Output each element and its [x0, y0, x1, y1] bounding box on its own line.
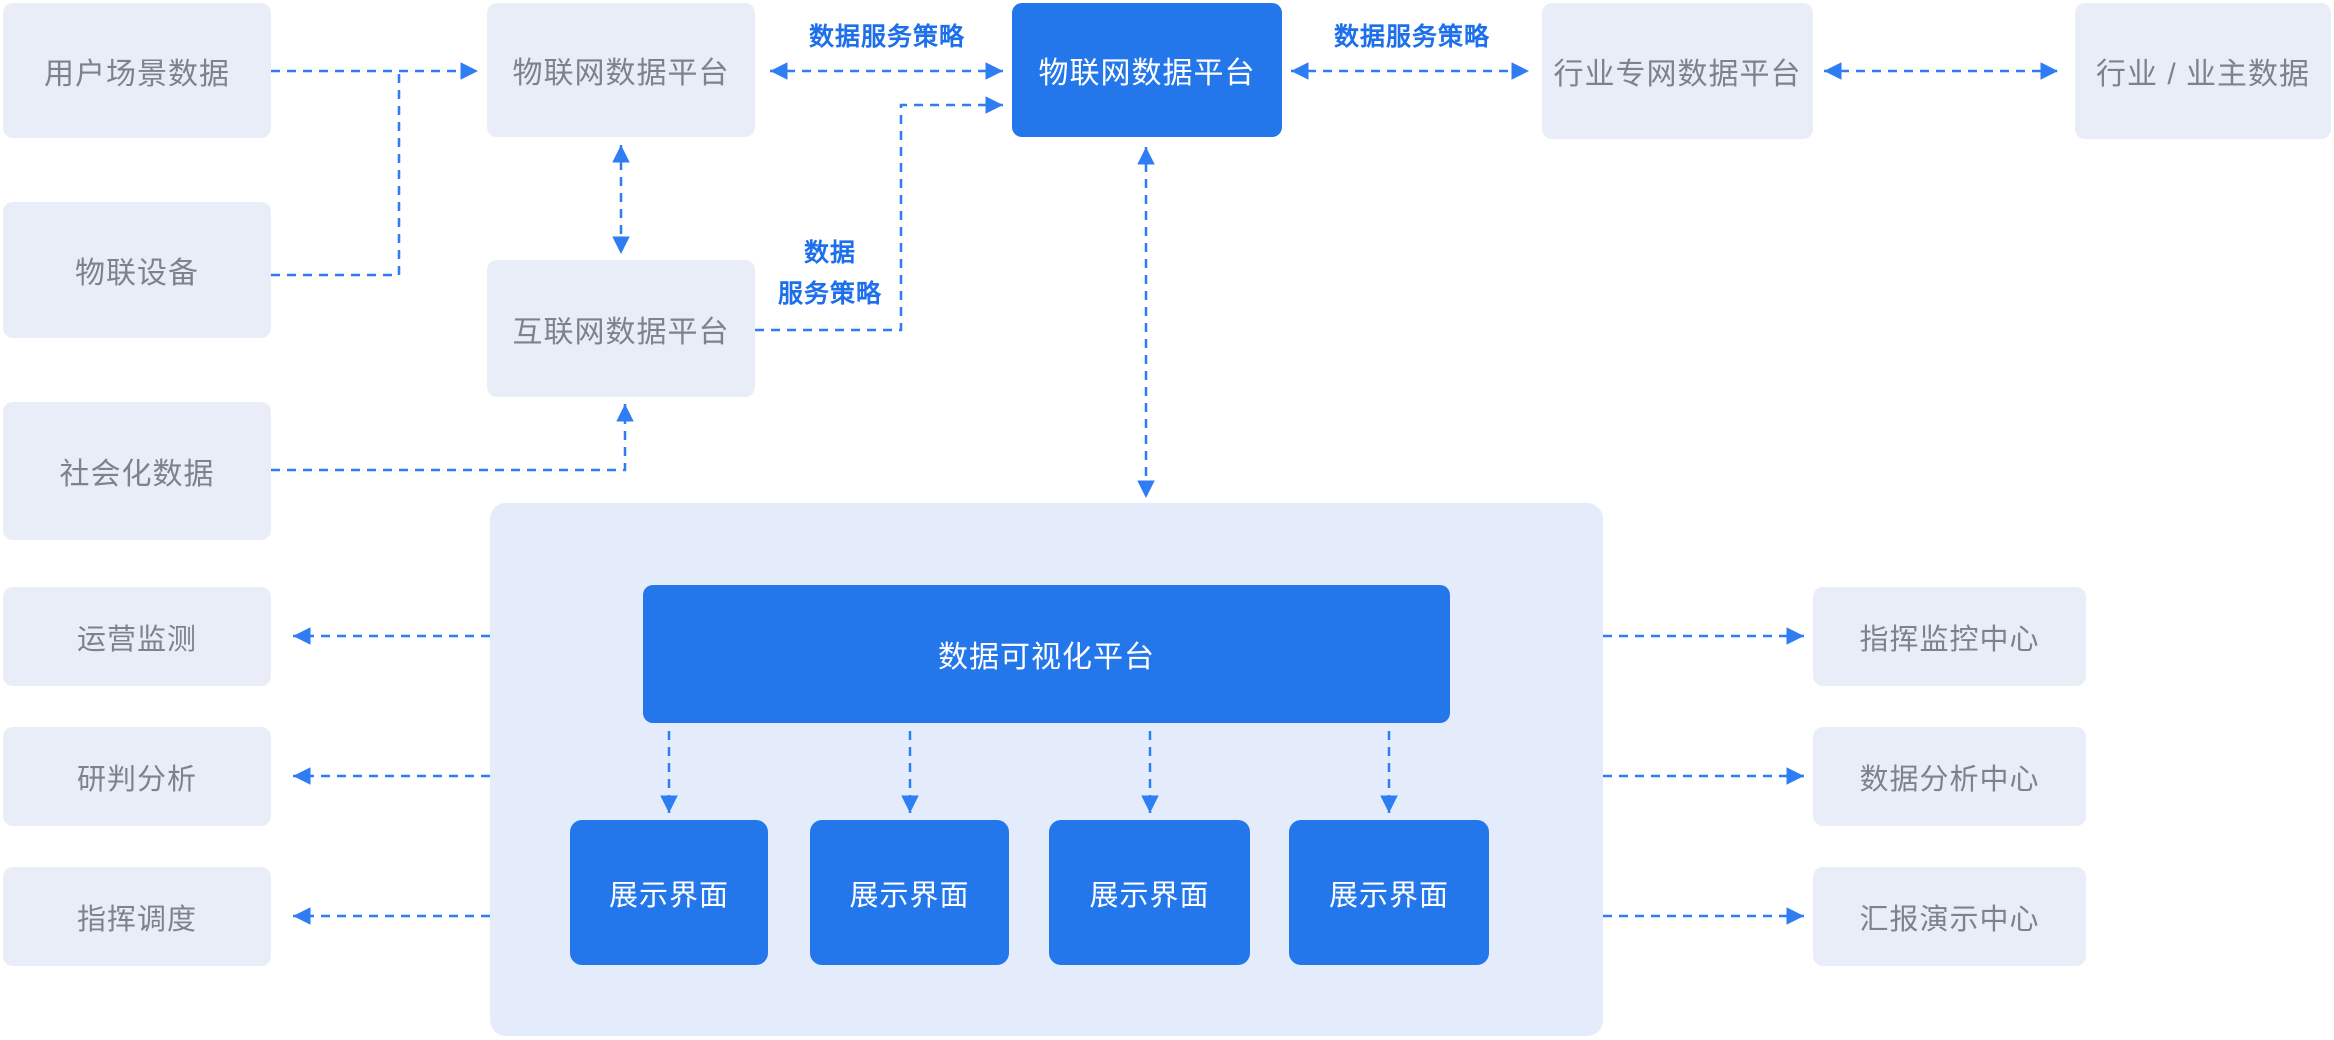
node-internet-platform: 互联网数据平台 — [487, 260, 755, 397]
node-label: 运营监测 — [76, 623, 197, 656]
edge-label-line2: 服务策略 — [777, 280, 882, 308]
edge-iot-device-junction — [271, 71, 401, 277]
node-display-ui-1: 展示界面 — [570, 820, 768, 965]
node-report-demo-center: 汇报演示中心 — [1813, 867, 2086, 966]
node-data-analysis-center: 数据分析中心 — [1813, 727, 2086, 826]
node-label: 行业 / 业主数据 — [2095, 58, 2310, 91]
node-label: 互联网数据平台 — [512, 315, 730, 349]
node-judge-analysis: 研判分析 — [3, 727, 271, 826]
node-iot-platform-main: 物联网数据平台 — [1012, 3, 1282, 137]
node-display-ui-2: 展示界面 — [810, 820, 1009, 965]
node-label: 物联网数据平台 — [1038, 57, 1256, 90]
node-label: 物联网数据平台 — [512, 57, 730, 90]
node-iot-device: 物联设备 — [3, 202, 271, 338]
edge-label-service-policy-mid: 数据 服务策略 — [740, 233, 920, 315]
edge-label-service-policy-left: 数据服务策略 — [808, 23, 965, 51]
node-label: 展示界面 — [1328, 879, 1449, 912]
node-label: 数据分析中心 — [1859, 763, 2040, 796]
node-label: 指挥监控中心 — [1859, 623, 2040, 656]
node-label: 数据可视化平台 — [938, 641, 1155, 674]
edge-label-line1: 数据 — [803, 239, 856, 267]
node-industry-private-platform: 行业专网数据平台 — [1542, 3, 1813, 139]
node-ops-monitor: 运营监测 — [3, 587, 271, 686]
node-label: 研判分析 — [76, 763, 197, 796]
node-label: 行业专网数据平台 — [1553, 58, 1802, 91]
node-command-monitor-center: 指挥监控中心 — [1813, 587, 2086, 686]
node-user-scene-data: 用户场景数据 — [3, 3, 271, 138]
node-label: 展示界面 — [1089, 879, 1210, 912]
node-label: 展示界面 — [849, 879, 970, 912]
node-label: 社会化数据 — [59, 458, 215, 491]
node-label: 物联设备 — [75, 257, 199, 290]
node-label: 展示界面 — [608, 879, 729, 912]
node-social-data: 社会化数据 — [3, 402, 271, 540]
node-industry-owner-data: 行业 / 业主数据 — [2075, 3, 2331, 139]
node-label: 汇报演示中心 — [1859, 903, 2040, 936]
edge-label-service-policy-right: 数据服务策略 — [1333, 23, 1490, 51]
edge-social-to-internet — [271, 404, 634, 472]
node-command-dispatch: 指挥调度 — [3, 867, 271, 966]
node-dataviz-platform: 数据可视化平台 — [643, 585, 1450, 723]
node-label: 指挥调度 — [76, 903, 197, 936]
node-display-ui-3: 展示界面 — [1049, 820, 1250, 965]
node-label: 用户场景数据 — [44, 57, 230, 91]
node-iot-platform-secondary: 物联网数据平台 — [487, 3, 755, 137]
edge-internet-to-iot-main — [755, 96, 1003, 332]
node-display-ui-4: 展示界面 — [1289, 820, 1489, 965]
